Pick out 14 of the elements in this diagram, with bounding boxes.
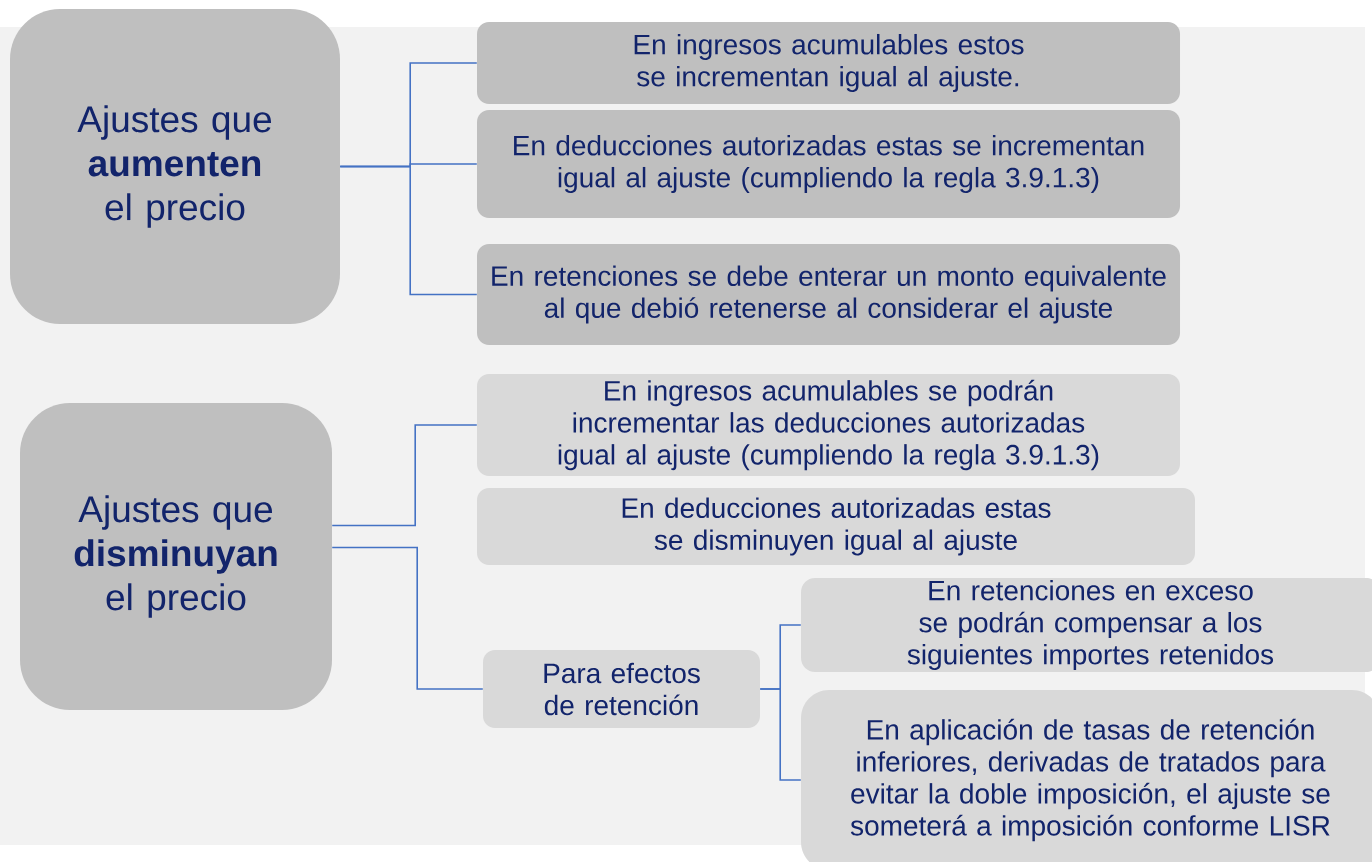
process-box: En deducciones autorizadas estas se incrementan igual al ajuste (cumpliendo la regla 3.9.1.3) bbox=[477, 110, 1180, 218]
connector bbox=[339, 165, 478, 296]
process-box: En deducciones autorizadas estas se disminuyen igual al ajuste bbox=[477, 488, 1195, 565]
process-box: En ingresos acumulables estos se incrementan igual al ajuste. bbox=[477, 22, 1180, 104]
process-box: En retenciones en exceso se podrán compensar a los siguientes importes retenidos bbox=[801, 578, 1372, 672]
process-box: En aplicación de tasas de retención inferiores, derivadas de tratados para evitar la doble imposición, el ajuste se someterá a imposición conforme LISR bbox=[801, 690, 1372, 862]
category-box: Ajustes que aumenten el precio bbox=[10, 9, 340, 324]
process-box: Para efectos de retención bbox=[483, 650, 760, 728]
process-box: En ingresos acumulables se podrán incrementar las deducciones autorizadas igual al ajuste (cumpliendo la regla 3.9.1.3) bbox=[477, 374, 1180, 476]
process-box: En retenciones se debe enterar un monto equivalente al que debió retenerse al considerar el ajuste bbox=[477, 244, 1180, 345]
connector bbox=[331, 546, 484, 690]
connector bbox=[759, 688, 802, 781]
category-box: Ajustes que disminuyan el precio bbox=[20, 403, 332, 710]
connector bbox=[331, 424, 478, 527]
